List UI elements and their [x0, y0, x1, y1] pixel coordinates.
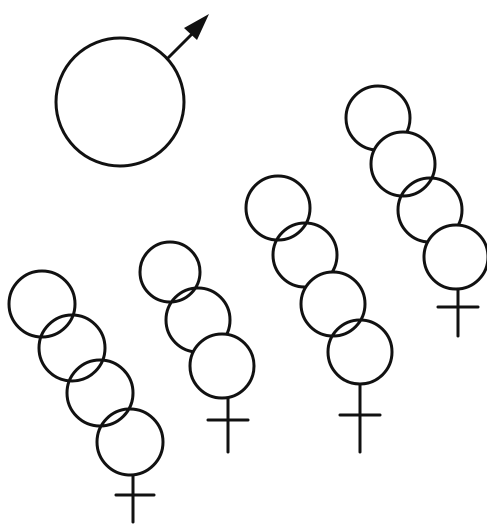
male-arrow-head: [184, 14, 209, 40]
chain-3-bead-4: [328, 320, 392, 384]
chain-3-bead-1: [246, 176, 310, 240]
male-symbol: [56, 14, 209, 166]
female-chain-2: [140, 242, 254, 452]
female-chain-3: [246, 176, 392, 452]
female-chain-4: [346, 86, 487, 336]
female-chain-1: [9, 271, 163, 522]
chain-4-bead-4: [424, 225, 487, 289]
chain-2-bead-3: [190, 334, 254, 398]
chain-1-bead-4: [97, 409, 163, 475]
chain-2-bead-1: [140, 242, 200, 302]
chain-1-bead-3: [67, 360, 133, 426]
chain-1-bead-2: [39, 315, 105, 381]
chain-1-bead-1: [9, 271, 75, 337]
chain-4-bead-2: [371, 132, 435, 196]
chain-3-bead-3: [301, 272, 365, 336]
male-circle: [56, 38, 184, 166]
